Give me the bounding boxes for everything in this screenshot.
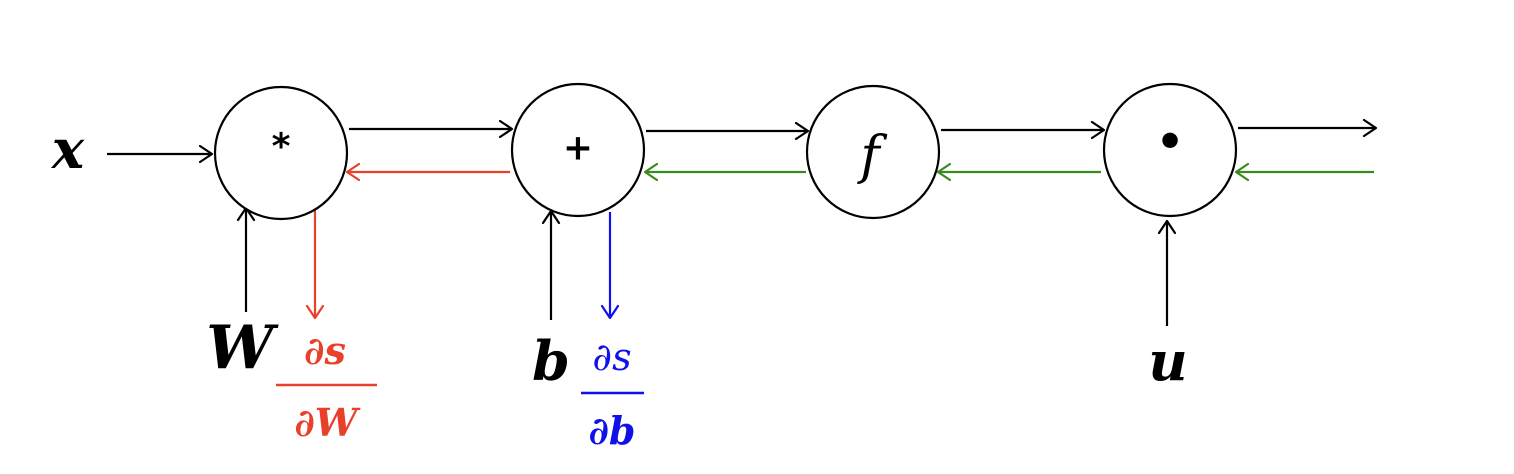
fraction-ds-db-denominator: ∂b: [589, 408, 636, 453]
arrowhead-dot-output: [1362, 118, 1378, 138]
node-f: f: [805, 84, 941, 220]
node-dot-symbol: •: [1156, 117, 1184, 168]
fraction-ds-db: ∂s ∂b: [581, 335, 644, 453]
arrowhead-multiply-to-add: [498, 119, 514, 139]
arrowhead-backward-add-to-multiply: [345, 162, 361, 182]
arrowhead-x-to-multiply: [198, 144, 214, 164]
arrowhead-add-to-f: [794, 121, 810, 141]
arrowhead-backward-output-to-dot: [1234, 162, 1250, 182]
node-add-symbol: +: [563, 128, 593, 169]
label-b: b: [532, 329, 570, 393]
node-add: +: [510, 82, 646, 218]
arrowhead-gradient-W: [305, 304, 325, 320]
arrowhead-backward-dot-to-f: [936, 162, 952, 182]
arrowhead-u-to-dot: [1157, 219, 1177, 235]
fraction-ds-db-numerator: ∂s: [592, 335, 631, 379]
arrowhead-backward-f-to-add: [643, 162, 659, 182]
fraction-ds-dW-numerator: ∂s: [304, 328, 346, 373]
node-multiply-symbol: *: [272, 127, 291, 168]
arrowhead-f-to-dot: [1090, 120, 1106, 140]
arrowhead-gradient-b: [600, 304, 620, 320]
node-dot: •: [1102, 82, 1238, 218]
fraction-ds-dW: ∂s ∂W: [276, 328, 377, 445]
label-W: W: [206, 313, 279, 383]
fraction-ds-dW-denominator: ∂W: [295, 400, 361, 445]
label-x: x: [51, 117, 85, 181]
node-multiply: *: [213, 85, 349, 221]
label-u: u: [1148, 329, 1187, 393]
